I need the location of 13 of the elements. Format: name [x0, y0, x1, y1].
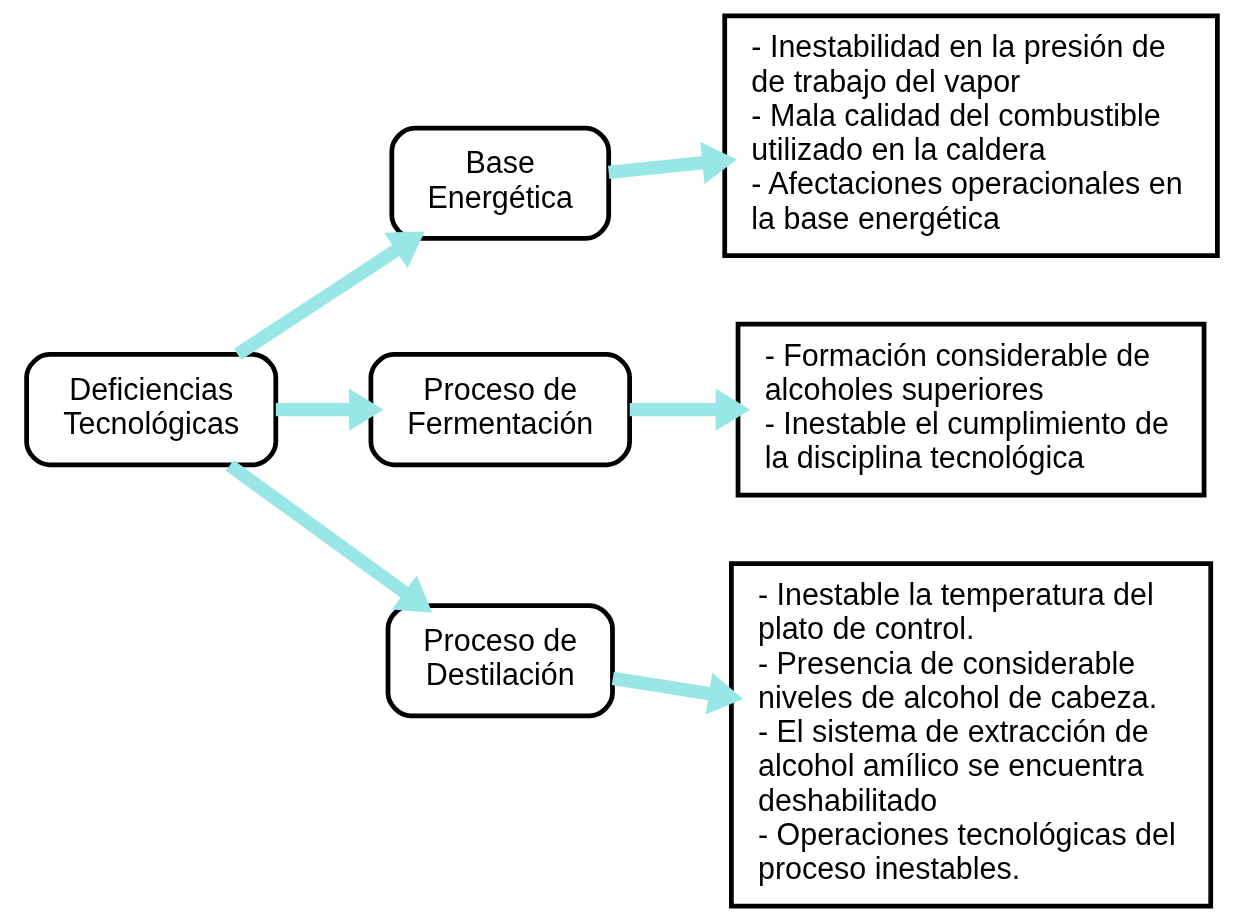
- node-box: Base Energética: [388, 125, 611, 241]
- node-box: Proceso de Fermentación: [368, 352, 632, 468]
- node-box: Proceso de Destilación: [385, 603, 615, 719]
- node-box: Deficiencias Tecnológicas: [23, 352, 278, 468]
- arrow: [629, 388, 750, 431]
- arrow: [607, 141, 737, 184]
- arrow: [611, 671, 743, 715]
- arrow: [225, 460, 432, 613]
- node-box: - Formación considerable de alcoholes superiores - Inestable el cumplimiento de la disciplina tecnológica: [735, 321, 1206, 498]
- arrow: [275, 388, 384, 431]
- node-box: - Inestabilidad en la presión de de trabajo del vapor - Mala calidad del combustible utilizado en la caldera - Afectaciones operacionales en la base energética: [721, 13, 1220, 258]
- node-box: - Inestable la temperatura del plato de control. - Presencia de considerable niveles de alcohol de cabeza. - El sistema de extracción de alcohol amílico se encuentra deshabilitado - Operaciones tecnológicas del proceso inestables.: [728, 561, 1213, 909]
- arrow: [233, 231, 425, 360]
